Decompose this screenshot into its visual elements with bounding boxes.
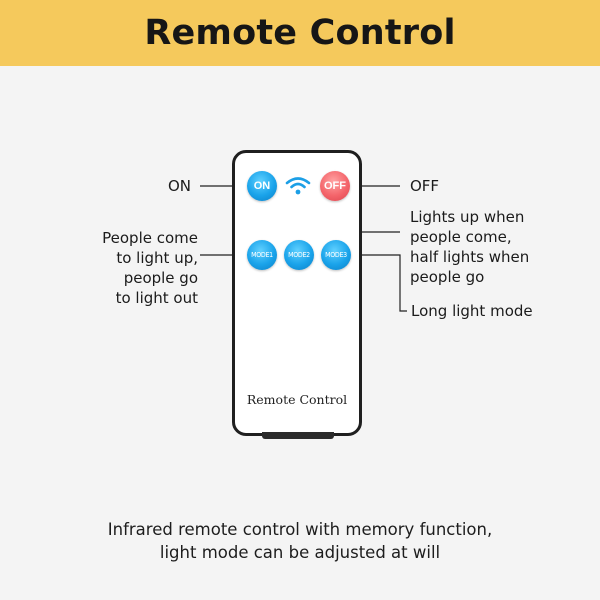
- wifi-signal-icon: [285, 177, 311, 195]
- product-caption: Infrared remote control with memory func…: [0, 518, 600, 564]
- callout-mode1-line: to light up,: [116, 249, 198, 267]
- mode1-button[interactable]: MODE1: [247, 240, 277, 270]
- remote-battery-slot: [262, 432, 334, 439]
- title-banner: Remote Control: [0, 0, 600, 66]
- mode2-button[interactable]: MODE2: [284, 240, 314, 270]
- mode1-button-label: MODE1: [251, 251, 273, 259]
- off-button-label: OFF: [324, 180, 346, 192]
- caption-line: Infrared remote control with memory func…: [107, 520, 493, 539]
- callout-mode2-line: people come,: [410, 228, 512, 246]
- callout-mode2-line: people go: [410, 268, 485, 286]
- callout-mode1-line: People come: [102, 229, 198, 247]
- off-button[interactable]: OFF: [320, 171, 350, 201]
- callout-off: OFF: [410, 177, 440, 195]
- callout-mode3: Long light mode: [411, 302, 533, 320]
- callout-mode1: People come to light up, people go to li…: [90, 228, 198, 308]
- callout-mode1-line: people go: [123, 269, 198, 287]
- mode3-button-label: MODE3: [325, 251, 347, 259]
- callout-mode2-line: half lights when: [410, 248, 530, 266]
- callout-mode1-line: to light out: [115, 289, 198, 307]
- mode2-button-label: MODE2: [288, 251, 310, 259]
- callout-on: ON: [168, 177, 192, 195]
- remote-brand-text: Remote Control: [246, 392, 348, 407]
- on-button-label: ON: [253, 180, 271, 192]
- page-title: Remote Control: [144, 13, 456, 53]
- mode3-button[interactable]: MODE3: [321, 240, 351, 270]
- caption-line: light mode can be adjusted at will: [159, 543, 441, 562]
- on-button[interactable]: ON: [247, 171, 277, 201]
- callout-mode2-line: Lights up when: [410, 208, 525, 226]
- callout-mode2: Lights up when people come, half lights …: [410, 207, 560, 287]
